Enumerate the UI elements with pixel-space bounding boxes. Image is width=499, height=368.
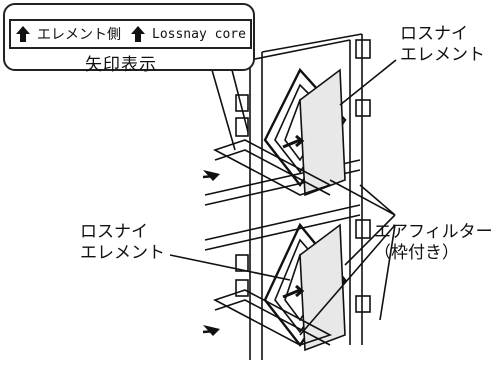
lossnay-core-text: Lossnay core [152, 26, 246, 42]
element-side-text: エレメント側 [37, 27, 121, 43]
arrow-indication-caption: 矢印表示 [85, 55, 157, 75]
lossnay-element-left-label: ロスナイ エレメント [80, 222, 165, 263]
arrow-indication-callout: エレメント側 Lossnay core 矢印表示 [3, 3, 255, 75]
lossnay-element-top-label: ロスナイ エレメント [400, 24, 485, 65]
air-filter-label: エアフィルター （枠付き） [374, 222, 493, 263]
up-arrow-icon [131, 26, 145, 42]
up-arrow-icon [16, 26, 30, 42]
label-plate: エレメント側 Lossnay core [9, 19, 252, 49]
